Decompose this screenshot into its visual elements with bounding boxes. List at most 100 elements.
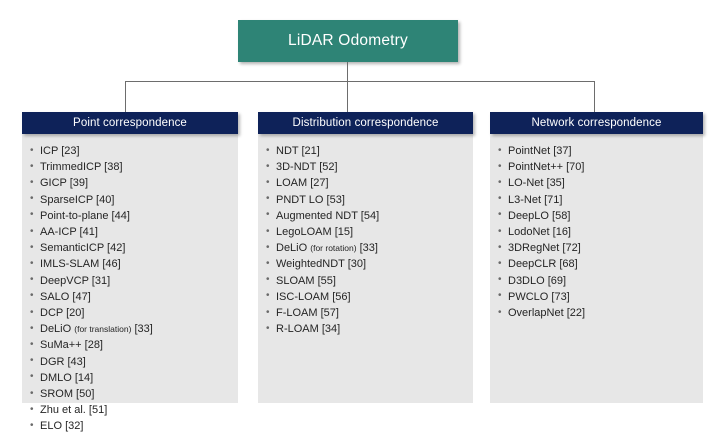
- list-item: DGR [43]: [30, 353, 238, 370]
- list-item: ISC-LOAM [56]: [266, 288, 473, 305]
- item-list-distribution-correspondence: NDT [21] 3D-NDT [52]LOAM [27] PNDT LO [53]…: [258, 142, 473, 337]
- column-header-label: Distribution correspondence: [292, 117, 439, 129]
- list-item: LOAM [27]: [266, 175, 473, 191]
- list-item-label: DCP [20]: [40, 307, 85, 320]
- list-item-label: SLOAM [55]: [276, 274, 336, 287]
- list-item: Zhu et al. [51]: [30, 402, 238, 418]
- list-item: LO-Net [35]: [498, 175, 703, 191]
- column-header-point-correspondence: Point correspondence: [22, 112, 238, 134]
- connector-branch-left: [125, 81, 127, 114]
- list-item: ICP [23]: [30, 142, 238, 159]
- list-item-label: DeepVCP [31]: [40, 274, 111, 287]
- column-header-label: Network correspondence: [531, 117, 662, 129]
- list-item: DeLiO (for rotation) [33]: [266, 240, 473, 256]
- column-body-network-correspondence: PointNet [37] PointNet++ [70] LO-Net [35] L…: [490, 134, 703, 403]
- column-header-distribution-correspondence: Distribution correspondence: [258, 112, 473, 134]
- list-item: SparseICP [40]: [30, 191, 238, 208]
- connector-vertical-stem: [347, 62, 349, 114]
- list-item: PointNet [37]: [498, 142, 703, 159]
- root-node-lidar-odometry: LiDAR Odometry: [238, 20, 458, 62]
- list-item-label: 3DRegNet [72]: [508, 242, 581, 255]
- list-item: NDT [21]: [266, 142, 473, 159]
- list-item: 3DRegNet [72]: [498, 240, 703, 256]
- connector-branch-right: [594, 81, 596, 114]
- list-item-label: R-LOAM [34]: [276, 323, 341, 336]
- column-point-correspondence: Point correspondence ICP [23] TrimmedICP …: [22, 112, 238, 434]
- list-item: LegoLOAM [15]: [266, 224, 473, 240]
- list-item: DeepLO [58]: [498, 207, 703, 224]
- list-item-label: Augmented NDT [54]: [276, 209, 380, 222]
- item-list-point-correspondence: ICP [23] TrimmedICP [38] GICP [39]SparseIC…: [22, 142, 238, 435]
- list-item: F-LOAM [57]: [266, 305, 473, 321]
- list-item-label: PointNet [37]: [508, 145, 572, 157]
- list-item: PNDT LO [53]: [266, 191, 473, 208]
- list-item: LodoNet [16]: [498, 224, 703, 240]
- list-item-label: NDT [21]: [276, 145, 320, 157]
- list-item: R-LOAM [34]: [266, 321, 473, 337]
- list-item: DMLO [14]: [30, 369, 238, 386]
- list-item: DeepCLR [68]: [498, 256, 703, 272]
- column-body-point-correspondence: ICP [23] TrimmedICP [38] GICP [39]SparseIC…: [22, 134, 238, 434]
- list-item-label: DeLiO: [276, 242, 311, 255]
- list-item: Point-to-plane [44]: [30, 207, 238, 224]
- list-item-label: IMLS-SLAM [46]: [40, 258, 121, 271]
- list-item-label: WeightedNDT [30]: [276, 258, 367, 271]
- list-item-label: LO-Net [35]: [508, 177, 565, 190]
- list-item: AA-ICP [41]: [30, 224, 238, 240]
- list-item-label: 3D-NDT [52]: [276, 161, 338, 174]
- list-item-label: LegoLOAM [15]: [276, 226, 354, 239]
- list-item: GICP [39]: [30, 175, 238, 191]
- list-item: PWCLO [73]: [498, 288, 703, 305]
- list-item: DeepVCP [31]: [30, 272, 238, 289]
- list-item-label: F-LOAM [57]: [276, 307, 339, 320]
- list-item-label: PNDT LO [53]: [276, 193, 345, 206]
- column-distribution-correspondence: Distribution correspondence NDT [21] 3D-N…: [258, 112, 473, 403]
- list-item-label: ICP [23]: [40, 145, 80, 157]
- list-item: D3DLO [69]: [498, 272, 703, 289]
- list-item-label: Point-to-plane [44]: [40, 209, 130, 222]
- list-item: DeLiO (for translation) [33]: [30, 321, 238, 337]
- list-item: L3-Net [71]: [498, 191, 703, 208]
- list-item-label: D3DLO [69]: [508, 274, 567, 287]
- list-item: IMLS-SLAM [46]: [30, 256, 238, 272]
- list-item-label: DMLO [14]: [40, 371, 94, 384]
- list-item-label: GICP [39]: [40, 177, 89, 190]
- list-item: SROM [50]: [30, 386, 238, 402]
- list-item: SLOAM [55]: [266, 272, 473, 289]
- list-item-label: PWCLO [73]: [508, 290, 570, 303]
- list-item-label: AA-ICP [41]: [40, 226, 98, 239]
- list-item-reference: [33]: [356, 242, 378, 255]
- list-item: Augmented NDT [54]: [266, 207, 473, 224]
- list-item: SuMa++ [28]: [30, 337, 238, 353]
- list-item-label: PointNet++ [70]: [508, 161, 585, 174]
- list-item-label: SemanticICP [42]: [40, 242, 126, 255]
- list-item-label: L3-Net [71]: [508, 193, 563, 206]
- list-item: PointNet++ [70]: [498, 159, 703, 175]
- list-item-label: DeLiO: [40, 323, 75, 336]
- list-item-label: LodoNet [16]: [508, 226, 571, 239]
- list-item-label: TrimmedICP [38]: [40, 161, 123, 174]
- item-list-network-correspondence: PointNet [37] PointNet++ [70] LO-Net [35] L…: [490, 142, 703, 321]
- list-item-label: OverlapNet [22]: [508, 307, 586, 320]
- list-item-label: DGR [43]: [40, 355, 86, 368]
- list-item: WeightedNDT [30]: [266, 256, 473, 272]
- list-item: SALO [47]: [30, 288, 238, 305]
- list-item-note: (for rotation): [310, 243, 357, 254]
- taxonomy-diagram: LiDAR Odometry Point correspondence ICP …: [0, 0, 720, 420]
- column-header-label: Point correspondence: [73, 117, 187, 129]
- list-item: 3D-NDT [52]: [266, 159, 473, 175]
- list-item-label: ISC-LOAM [56]: [276, 290, 351, 303]
- list-item: DCP [20]: [30, 305, 238, 321]
- list-item-note: (for translation): [74, 324, 132, 335]
- list-item: ELO [32]: [30, 418, 238, 434]
- list-item-label: SuMa++ [28]: [40, 339, 103, 352]
- list-item: SemanticICP [42]: [30, 240, 238, 256]
- list-item-label: Zhu et al. [51]: [40, 404, 108, 417]
- column-header-network-correspondence: Network correspondence: [490, 112, 703, 134]
- column-body-distribution-correspondence: NDT [21] 3D-NDT [52]LOAM [27] PNDT LO [53]…: [258, 134, 473, 403]
- root-node-label: LiDAR Odometry: [288, 32, 408, 49]
- list-item-label: DeepLO [58]: [508, 209, 571, 222]
- column-network-correspondence: Network correspondence PointNet [37]Poin…: [490, 112, 703, 403]
- list-item-label: SROM [50]: [40, 388, 95, 401]
- list-item-label: SALO [47]: [40, 290, 91, 303]
